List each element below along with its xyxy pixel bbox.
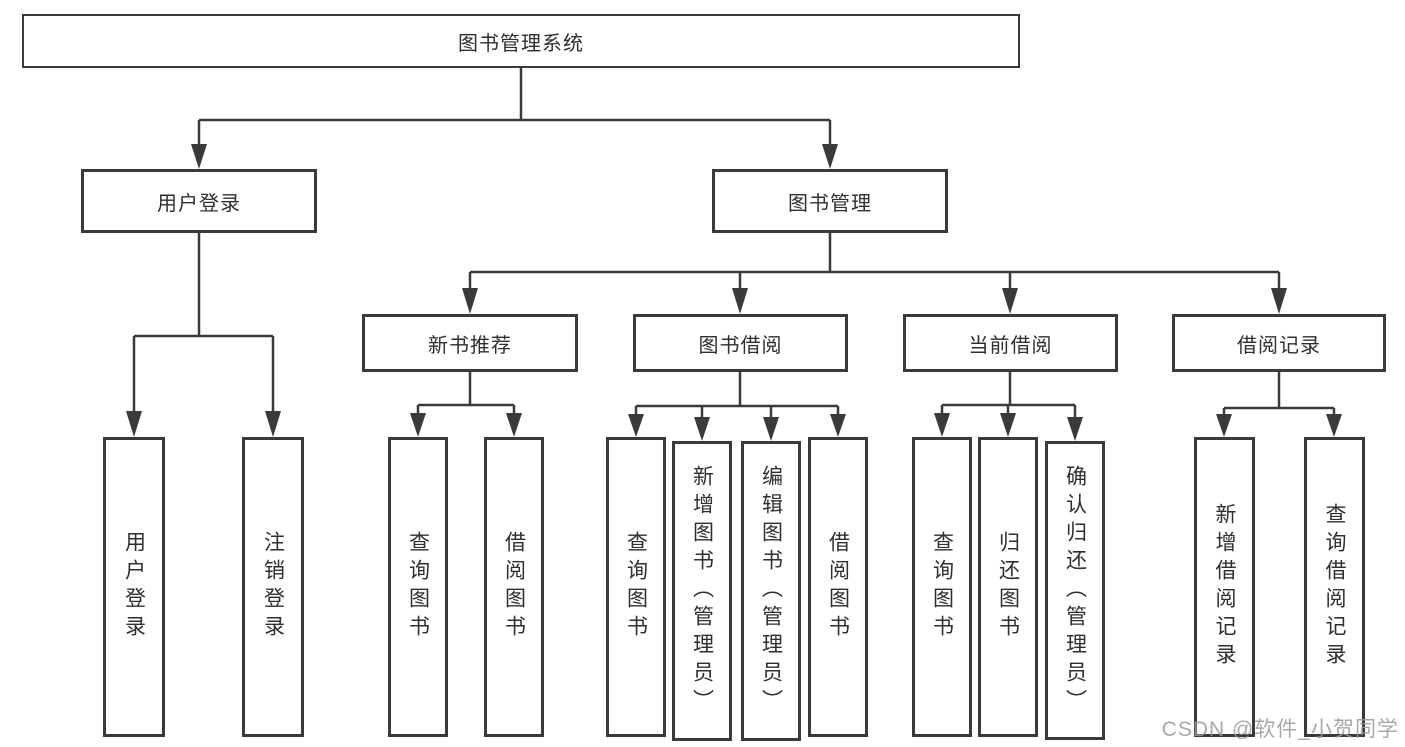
arrow-down-icon (1002, 288, 1018, 314)
arrow-down-icon (763, 417, 779, 441)
node-book-mgmt: 图书管理 (712, 169, 948, 233)
arrow-down-icon (830, 414, 846, 437)
arrow-down-icon (191, 144, 207, 169)
leaf-rec-borrow-books: 借阅图书 (484, 437, 544, 737)
arrow-down-icon (1326, 414, 1342, 437)
leaf-bb-add-books-admin: 新增图书（管理员） (672, 441, 732, 741)
edges-user-login (126, 233, 281, 437)
leaf-label: 新增借阅记录 (1213, 503, 1236, 671)
node-user-login: 用户登录 (81, 169, 317, 233)
arrow-down-icon (628, 414, 644, 437)
arrow-down-icon (1067, 417, 1083, 441)
edges-root (191, 68, 838, 169)
leaf-label: 借阅图书 (502, 531, 526, 643)
edges-current-borrow (934, 372, 1083, 441)
leaf-logout: 注销登录 (242, 437, 304, 737)
arrow-down-icon (934, 413, 950, 437)
leaf-cb-confirm-return-admin: 确认归还（管理员） (1045, 441, 1105, 740)
leaf-cb-query-books: 查询图书 (912, 437, 972, 737)
arrow-down-icon (694, 417, 710, 441)
edges-book-mgmt (462, 233, 1287, 314)
leaf-user-login: 用户登录 (103, 437, 165, 737)
node-root: 图书管理系统 (22, 14, 1020, 68)
leaf-bb-borrow-books: 借阅图书 (808, 437, 868, 737)
leaf-label: 查询图书 (406, 531, 430, 643)
leaf-label: 注销登录 (261, 531, 285, 643)
node-current-borrow: 当前借阅 (903, 314, 1118, 372)
leaf-label: 编辑图书（管理员） (759, 465, 783, 717)
leaf-cb-return-books: 归还图书 (978, 437, 1038, 737)
leaf-rec-query-books: 查询图书 (388, 437, 448, 737)
arrow-down-icon (462, 288, 478, 314)
node-new-book-rec: 新书推荐 (362, 314, 578, 372)
arrow-down-icon (822, 144, 838, 169)
arrow-down-icon (410, 413, 426, 437)
node-book-borrow: 图书借阅 (633, 314, 848, 372)
leaf-label: 用户登录 (122, 531, 146, 643)
leaf-label: 归还图书 (996, 531, 1020, 643)
arrow-down-icon (1000, 413, 1016, 437)
arrow-down-icon (506, 413, 522, 437)
leaf-br-add-record: 新增借阅记录 (1194, 437, 1255, 737)
edges-new-book-rec (410, 372, 522, 437)
leaf-label: 确认归还（管理员） (1063, 464, 1087, 717)
arrow-down-icon (265, 411, 281, 437)
leaf-label: 借阅图书 (826, 531, 850, 643)
edges-book-borrow (628, 372, 846, 441)
arrow-down-icon (1271, 288, 1287, 314)
leaf-label: 新增图书（管理员） (690, 465, 714, 717)
leaf-label: 查询图书 (624, 531, 648, 643)
leaf-bb-edit-books-admin: 编辑图书（管理员） (741, 441, 801, 741)
arrow-down-icon (126, 411, 142, 437)
edges-borrow-record (1216, 372, 1342, 437)
leaf-bb-query-books: 查询图书 (606, 437, 666, 737)
leaf-label: 查询图书 (930, 531, 954, 643)
arrow-down-icon (1216, 414, 1232, 437)
leaf-br-query-record: 查询借阅记录 (1304, 437, 1365, 737)
leaf-label: 查询借阅记录 (1323, 503, 1346, 671)
arrow-down-icon (732, 288, 748, 314)
node-borrow-record: 借阅记录 (1172, 314, 1386, 372)
